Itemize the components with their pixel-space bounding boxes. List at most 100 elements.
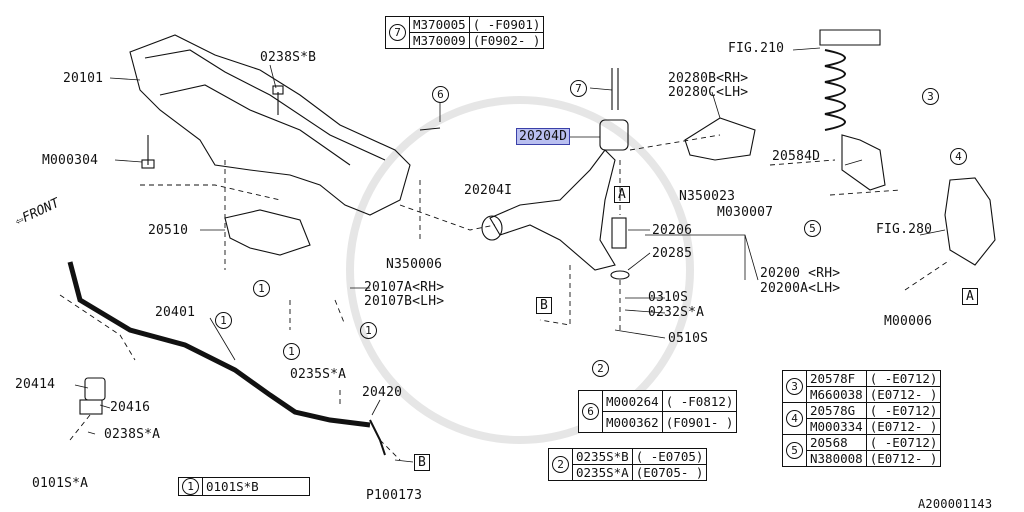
label-20204i[interactable]: 20204I xyxy=(464,183,513,198)
label-20420[interactable]: 20420 xyxy=(362,385,403,400)
ref-number: 6 xyxy=(582,403,599,420)
part-number: 20578G xyxy=(806,402,867,419)
part-number: M370009 xyxy=(409,32,470,49)
table-ref-1: 1 0101S*B xyxy=(178,477,310,496)
label-20584d[interactable]: 20584D xyxy=(772,149,821,164)
bracket-20510 xyxy=(224,209,311,256)
label-0235s-a[interactable]: 0235S*A xyxy=(290,367,347,382)
table-ref-2: 2 0235S*B ( -E0705) 0235S*A (E0705- ) xyxy=(548,448,708,481)
label-m000304[interactable]: M000304 xyxy=(42,153,99,168)
date-range: ( -F0812) xyxy=(661,390,738,412)
label-20200a[interactable]: 20200A<LH> xyxy=(760,281,841,296)
knuckle xyxy=(944,177,996,266)
label-20401[interactable]: 20401 xyxy=(155,305,196,320)
date-range: ( -E0705) xyxy=(631,448,708,465)
bolt-7 xyxy=(611,68,619,110)
date-range: (E0712- ) xyxy=(865,450,942,467)
callout-4: 4 xyxy=(950,148,967,165)
part-number: 20568 xyxy=(806,434,867,451)
label-0238s-b[interactable]: 0238S*B xyxy=(260,50,317,65)
label-20107a[interactable]: 20107A<RH> xyxy=(364,280,445,295)
label-20414[interactable]: 20414 xyxy=(15,377,56,392)
date-range: ( -E0712) xyxy=(865,434,942,451)
label-20280b[interactable]: 20280B<RH> xyxy=(668,71,749,86)
label-0232s-a[interactable]: 0232S*A xyxy=(648,305,705,320)
ref-number-5: 5 xyxy=(786,442,803,459)
ref-box-b-1: B xyxy=(536,297,553,314)
date-range: ( -F0901) xyxy=(468,16,545,33)
date-range: (E0712- ) xyxy=(865,386,942,403)
subframe-20101 xyxy=(129,34,411,216)
boot-20285 xyxy=(610,270,630,280)
lower-arm-20200 xyxy=(489,149,616,271)
label-p100173[interactable]: P100173 xyxy=(366,488,423,503)
part-number: 0235S*B xyxy=(572,448,633,465)
date-range: ( -E0712) xyxy=(865,402,942,419)
label-20416[interactable]: 20416 xyxy=(110,400,151,415)
part-number: 20578F xyxy=(806,370,867,387)
ref-number-4: 4 xyxy=(786,410,803,427)
table-ref-7: 7 M370005 ( -F0901) M370009 (F0902- ) xyxy=(385,16,545,49)
label-m00006[interactable]: M00006 xyxy=(884,314,933,329)
table-ref-6: 6 M000264 ( -F0812) M000362 (F0901- ) xyxy=(578,390,738,433)
part-number: M000264 xyxy=(602,390,663,412)
ref-box-b-2: B xyxy=(414,454,431,471)
table-ref-3-4-5: 3 20578F ( -E0712) M660038 (E0712- ) 4 2… xyxy=(782,370,942,467)
part-number: 0101S*B xyxy=(202,477,310,496)
ball-joint-20206 xyxy=(611,217,627,249)
label-20510[interactable]: 20510 xyxy=(148,223,189,238)
ref-number-3: 3 xyxy=(786,378,803,395)
label-20101[interactable]: 20101 xyxy=(63,71,104,86)
clamp-20416 xyxy=(79,399,103,415)
part-number: M000334 xyxy=(806,418,867,435)
link-20420 xyxy=(369,419,386,456)
strut-top xyxy=(819,29,881,46)
label-0510s[interactable]: 0510S xyxy=(668,331,709,346)
label-20204d-highlight[interactable]: 20204D xyxy=(516,128,571,145)
ref-box-a-1: A xyxy=(614,186,631,203)
label-20204d[interactable]: 20204D xyxy=(516,128,571,145)
callout-1d: 1 xyxy=(360,322,377,339)
callout-6: 6 xyxy=(432,86,449,103)
label-0238s-a[interactable]: 0238S*A xyxy=(104,427,161,442)
label-fig280[interactable]: FIG.280 xyxy=(876,222,933,237)
part-number: M370005 xyxy=(409,16,470,33)
label-20200[interactable]: 20200 <RH> xyxy=(760,266,841,281)
label-m030007[interactable]: M030007 xyxy=(717,205,774,220)
callout-1b: 1 xyxy=(253,280,270,297)
label-0310s[interactable]: 0310S xyxy=(648,290,689,305)
box-a: A xyxy=(962,288,979,305)
date-range: ( -E0712) xyxy=(865,370,942,387)
label-20285[interactable]: 20285 xyxy=(652,246,693,261)
stabilizer-bar xyxy=(67,261,371,428)
ref-number: 1 xyxy=(182,478,199,495)
callout-2: 2 xyxy=(592,360,609,377)
date-range: (F0901- ) xyxy=(661,411,738,433)
date-range: (F0902- ) xyxy=(468,32,545,49)
diagram-id: A200001143 xyxy=(918,497,993,511)
watermark-emblem xyxy=(346,96,694,444)
callout-1a: 1 xyxy=(215,312,232,329)
label-fig210[interactable]: FIG.210 xyxy=(728,41,785,56)
callout-5: 5 xyxy=(804,220,821,237)
date-range: (E0705- ) xyxy=(631,464,708,481)
label-20107b[interactable]: 20107B<LH> xyxy=(364,294,445,309)
label-n350006[interactable]: N350006 xyxy=(386,257,443,272)
part-number: 0235S*A xyxy=(572,464,633,481)
bushing-20204d xyxy=(599,119,629,151)
strut-body xyxy=(841,134,886,191)
ref-box-a-2: A xyxy=(962,288,979,305)
bushing-20204i xyxy=(481,215,503,241)
part-number: M660038 xyxy=(806,386,867,403)
callout-1c: 1 xyxy=(283,343,300,360)
callout-7: 7 xyxy=(570,80,587,97)
box-a: A xyxy=(614,186,631,203)
label-20280c[interactable]: 20280C<LH> xyxy=(668,85,749,100)
date-range: (E0712- ) xyxy=(865,418,942,435)
label-n350023[interactable]: N350023 xyxy=(679,189,736,204)
label-0101s-a[interactable]: 0101S*A xyxy=(32,476,89,491)
label-20206[interactable]: 20206 xyxy=(652,223,693,238)
box-b: B xyxy=(414,454,431,471)
